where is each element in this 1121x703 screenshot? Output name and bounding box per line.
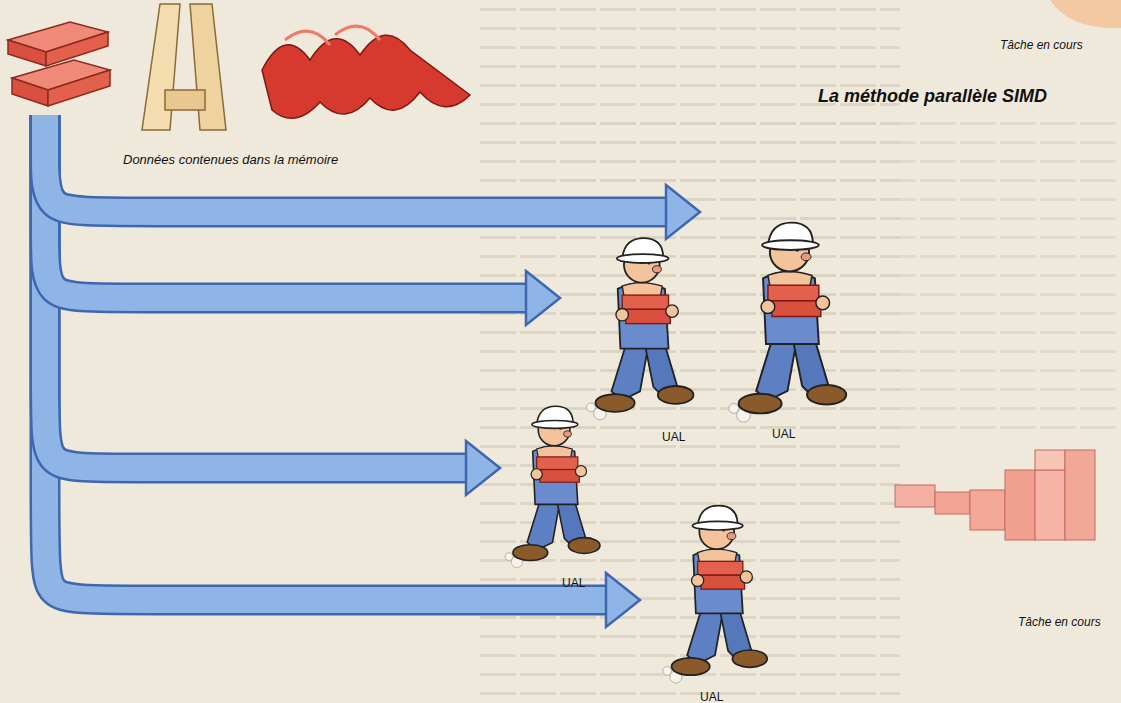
arrow-body (45, 115, 668, 212)
data-flow-arrow (45, 115, 560, 325)
arrow-body (45, 115, 528, 298)
roof-tiles (262, 35, 470, 118)
task-label: Tâche en cours (1000, 38, 1083, 52)
alu-label: UAL (562, 576, 585, 590)
brick-front (46, 32, 108, 66)
arrow-body (45, 115, 608, 600)
plank (142, 4, 180, 130)
data-flow-arrow (45, 115, 500, 495)
stack-brick (1065, 450, 1095, 540)
worker-figure (587, 238, 694, 420)
brick-top (12, 60, 110, 90)
arrow-head (466, 441, 500, 495)
alu-worker: UAL (700, 200, 860, 445)
worker-figure (505, 406, 600, 567)
brick-side (8, 40, 46, 66)
alu-label: UAL (772, 427, 795, 441)
stack-brick (1005, 470, 1035, 540)
plank (190, 4, 226, 130)
data-flow-arrow (45, 115, 640, 627)
tile-icons (262, 26, 470, 118)
brick-stack (895, 450, 1095, 540)
plank-icons (142, 4, 226, 130)
diagram-title: La méthode parallèle SIMD (818, 86, 1047, 107)
stack-brick (935, 492, 970, 514)
arrow-outline (45, 115, 668, 212)
faint-text-texture (560, 110, 1120, 440)
worker-figure (663, 506, 767, 683)
brick-icons (8, 22, 110, 106)
arrow-head (526, 271, 560, 325)
orange-blob (1050, 0, 1121, 28)
arrow-body (45, 115, 468, 468)
alu-label: UAL (700, 690, 723, 703)
alu-label: UAL (662, 430, 685, 444)
memory-data-box: Données contenues dans la mémoire (5, 0, 470, 115)
task-label: Tâche en cours (1018, 615, 1101, 629)
alu-worker: UAL (500, 390, 615, 590)
tile-highlight (285, 26, 380, 45)
stack-brick (1035, 450, 1065, 470)
arrow-head (666, 185, 700, 239)
plank (165, 90, 205, 110)
brick-top (8, 22, 108, 52)
data-flow-arrow (45, 115, 700, 239)
alu-worker: UAL (640, 490, 790, 703)
memory-caption: Données contenues dans la mémoire (123, 152, 338, 167)
stack-brick (895, 485, 935, 507)
stack-brick (1035, 470, 1065, 540)
worker-figure (729, 223, 846, 423)
arrow-outline (45, 115, 528, 298)
arrow-head (606, 573, 640, 627)
brick-front (48, 70, 110, 106)
alu-worker: UAL (560, 220, 710, 445)
arrow-outline (45, 115, 468, 468)
stack-brick (970, 490, 1005, 530)
brick-side (12, 78, 48, 106)
arrow-outline (45, 115, 608, 600)
